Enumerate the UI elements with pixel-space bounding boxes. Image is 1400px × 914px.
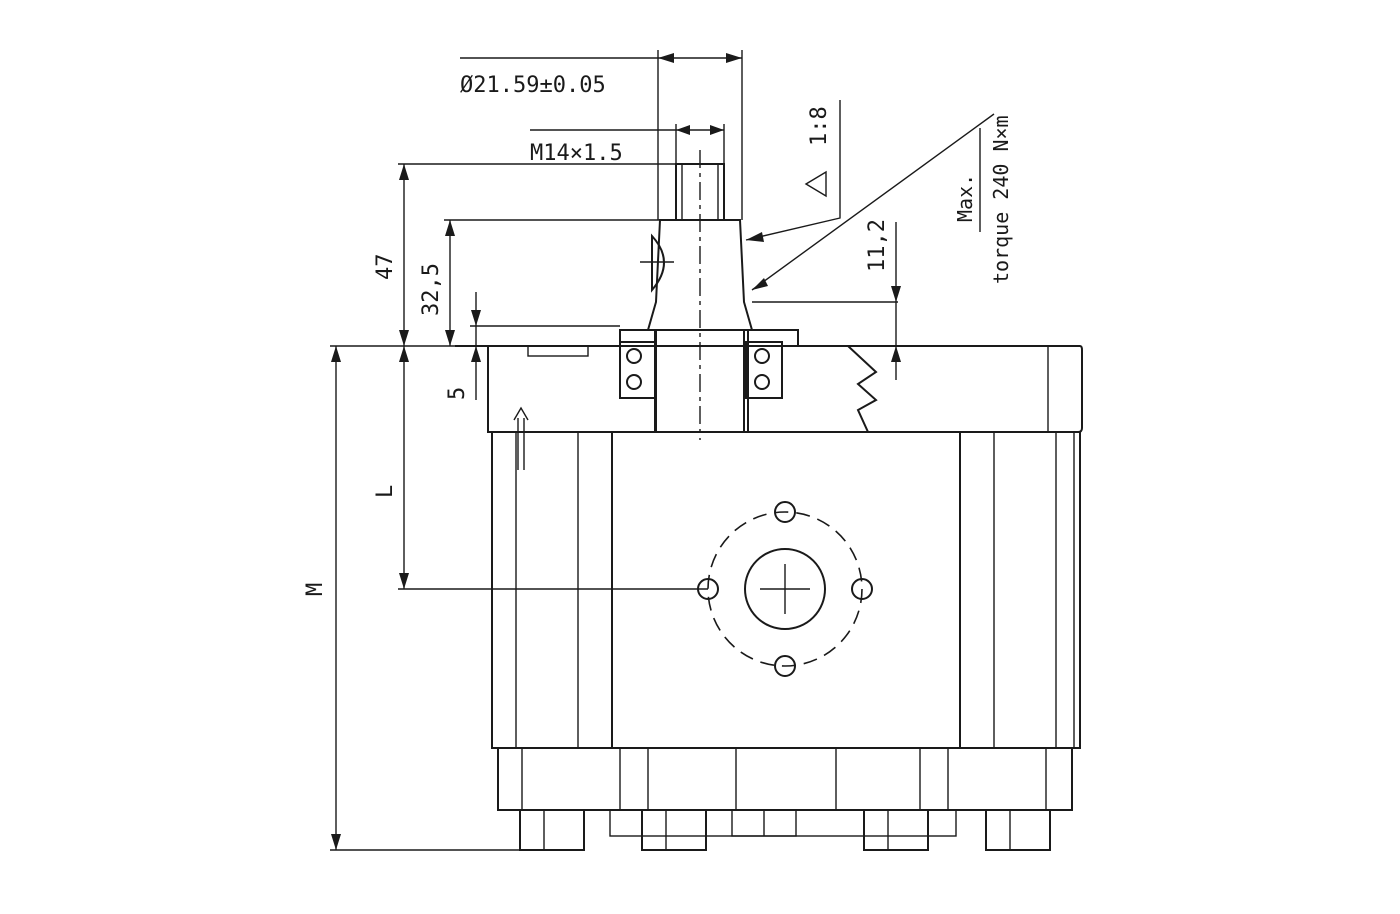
length-L-label: L bbox=[373, 485, 398, 498]
bolt-hole-top bbox=[774, 501, 796, 523]
shaft bbox=[640, 150, 754, 440]
height-32-5-label: 32,5 bbox=[419, 263, 444, 316]
bolt-hole-right bbox=[851, 578, 873, 600]
dimension-lines bbox=[330, 50, 995, 851]
length-M-label: M bbox=[303, 583, 328, 596]
height-5-label: 5 bbox=[445, 387, 470, 400]
bolt-hole-bottom bbox=[774, 655, 796, 677]
rear-cover bbox=[497, 747, 1073, 851]
torque-label-line1: Max. bbox=[953, 174, 977, 222]
shaft-diameter-label: Ø21.59±0.05 bbox=[460, 73, 606, 98]
height-47-label: 47 bbox=[373, 254, 398, 281]
outlet-port bbox=[697, 501, 873, 677]
flange-section bbox=[455, 329, 1083, 470]
taper-label: 1:8 bbox=[807, 106, 832, 146]
pump-body bbox=[491, 431, 1081, 749]
torque-label-line2: torque 240 N×m bbox=[989, 115, 1013, 284]
thread-label: M14×1.5 bbox=[530, 141, 623, 166]
height-11-2-label: 11,2 bbox=[865, 219, 890, 272]
